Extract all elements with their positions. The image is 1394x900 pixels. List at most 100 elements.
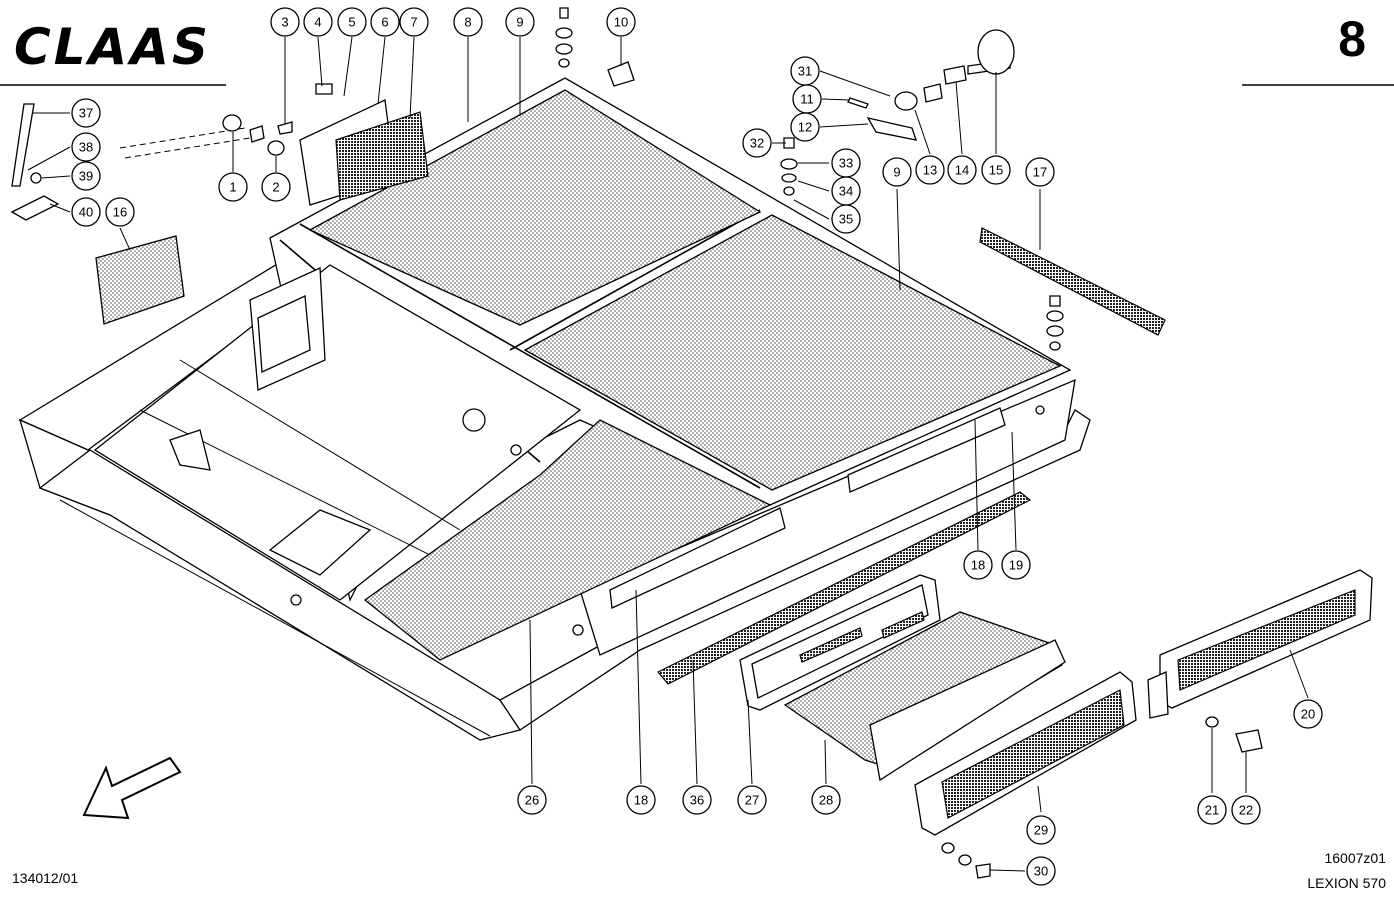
svg-text:2: 2 bbox=[272, 180, 279, 195]
svg-text:38: 38 bbox=[79, 140, 93, 155]
callout-3: 3 bbox=[270, 7, 300, 37]
callout-7: 7 bbox=[399, 7, 429, 37]
direction-arrow-icon bbox=[82, 756, 182, 820]
svg-text:9: 9 bbox=[893, 165, 900, 180]
svg-text:13: 13 bbox=[923, 163, 937, 178]
roof-screen-rear bbox=[308, 89, 762, 326]
callout-19: 19 bbox=[1001, 550, 1031, 580]
bracket-assembly bbox=[10, 103, 60, 221]
callout-5: 5 bbox=[337, 7, 367, 37]
drawing-code: 16007z01 bbox=[1324, 850, 1386, 866]
callout-37: 37 bbox=[71, 98, 101, 128]
callout-16: 16 bbox=[105, 197, 135, 227]
svg-text:1: 1 bbox=[229, 180, 236, 195]
svg-text:5: 5 bbox=[348, 15, 355, 30]
svg-text:35: 35 bbox=[839, 212, 853, 227]
svg-text:40: 40 bbox=[79, 205, 93, 220]
roof-screen-front bbox=[363, 419, 772, 661]
svg-text:22: 22 bbox=[1239, 803, 1253, 818]
svg-text:29: 29 bbox=[1034, 823, 1048, 838]
bolt-stack-right bbox=[1046, 295, 1064, 351]
svg-text:26: 26 bbox=[525, 793, 539, 808]
svg-text:7: 7 bbox=[410, 15, 417, 30]
callout-13: 13 bbox=[915, 155, 945, 185]
svg-text:14: 14 bbox=[955, 163, 969, 178]
callout-38: 38 bbox=[71, 132, 101, 162]
bolt-stack-top bbox=[555, 7, 573, 68]
page-number: 8 bbox=[1338, 11, 1366, 67]
callout-30: 30 bbox=[1026, 856, 1056, 886]
model-name: LEXION 570 bbox=[1307, 875, 1386, 891]
callout-4: 4 bbox=[303, 7, 333, 37]
svg-text:19: 19 bbox=[1009, 558, 1023, 573]
callout-15: 15 bbox=[981, 155, 1011, 185]
svg-text:37: 37 bbox=[79, 106, 93, 121]
svg-text:18: 18 bbox=[634, 793, 648, 808]
callout-2: 2 bbox=[261, 172, 291, 202]
latch-assembly bbox=[847, 29, 1015, 141]
callout-10: 10 bbox=[606, 7, 636, 37]
callout-36: 36 bbox=[682, 785, 712, 815]
roof-screen-right bbox=[523, 214, 1062, 491]
callout-28: 28 bbox=[811, 785, 841, 815]
callout-33: 33 bbox=[831, 148, 861, 178]
callout-39: 39 bbox=[71, 161, 101, 191]
brand-logo: CLAAS bbox=[14, 22, 211, 70]
svg-text:4: 4 bbox=[314, 15, 321, 30]
side-panel bbox=[95, 235, 185, 325]
svg-text:18: 18 bbox=[971, 558, 985, 573]
svg-text:20: 20 bbox=[1301, 707, 1315, 722]
callout-6: 6 bbox=[370, 7, 400, 37]
callout-31: 31 bbox=[790, 56, 820, 86]
callout-18-right: 18 bbox=[963, 550, 993, 580]
svg-text:32: 32 bbox=[750, 136, 764, 151]
bolt-stack-center bbox=[780, 137, 798, 196]
svg-text:17: 17 bbox=[1033, 165, 1047, 180]
callout-34: 34 bbox=[831, 176, 861, 206]
rear-hardware bbox=[119, 83, 429, 206]
svg-text:33: 33 bbox=[839, 156, 853, 171]
callout-11: 11 bbox=[792, 84, 822, 114]
svg-text:39: 39 bbox=[79, 169, 93, 184]
svg-text:15: 15 bbox=[989, 163, 1003, 178]
svg-text:12: 12 bbox=[798, 120, 812, 135]
fastener-set-lower bbox=[941, 716, 1263, 879]
callout-9-right: 9 bbox=[882, 157, 912, 187]
callout-21: 21 bbox=[1197, 795, 1227, 825]
callout-17: 17 bbox=[1025, 157, 1055, 187]
svg-text:36: 36 bbox=[690, 793, 704, 808]
callout-9-top: 9 bbox=[505, 7, 535, 37]
air-duct bbox=[783, 611, 1063, 769]
callout-29: 29 bbox=[1026, 815, 1056, 845]
leader-lines bbox=[27, 36, 1309, 872]
callout-14: 14 bbox=[947, 155, 977, 185]
callout-27: 27 bbox=[737, 785, 767, 815]
callout-18-bottom: 18 bbox=[626, 785, 656, 815]
svg-text:30: 30 bbox=[1034, 864, 1048, 879]
callout-26: 26 bbox=[517, 785, 547, 815]
svg-text:34: 34 bbox=[839, 184, 853, 199]
svg-text:9: 9 bbox=[516, 15, 523, 30]
callout-32: 32 bbox=[742, 128, 772, 158]
callout-20: 20 bbox=[1293, 699, 1323, 729]
svg-text:10: 10 bbox=[614, 15, 628, 30]
svg-text:31: 31 bbox=[798, 64, 812, 79]
svg-text:8: 8 bbox=[464, 15, 471, 30]
svg-text:11: 11 bbox=[800, 92, 814, 107]
callout-22: 22 bbox=[1231, 795, 1261, 825]
seal-strip bbox=[657, 491, 1032, 685]
callout-40: 40 bbox=[71, 197, 101, 227]
callouts: 1 2 3 4 5 6 7 8 9 10 31 11 12 13 14 15 3… bbox=[71, 7, 1323, 886]
document-code: 134012/01 bbox=[12, 870, 79, 886]
callout-35: 35 bbox=[831, 204, 861, 234]
svg-text:21: 21 bbox=[1205, 803, 1219, 818]
callout-12: 12 bbox=[790, 112, 820, 142]
svg-text:16: 16 bbox=[113, 205, 127, 220]
svg-text:CLAAS: CLAAS bbox=[14, 22, 211, 70]
callout-8: 8 bbox=[453, 7, 483, 37]
callout-1: 1 bbox=[218, 172, 248, 202]
svg-text:3: 3 bbox=[281, 15, 288, 30]
svg-text:28: 28 bbox=[819, 793, 833, 808]
svg-text:6: 6 bbox=[381, 15, 388, 30]
